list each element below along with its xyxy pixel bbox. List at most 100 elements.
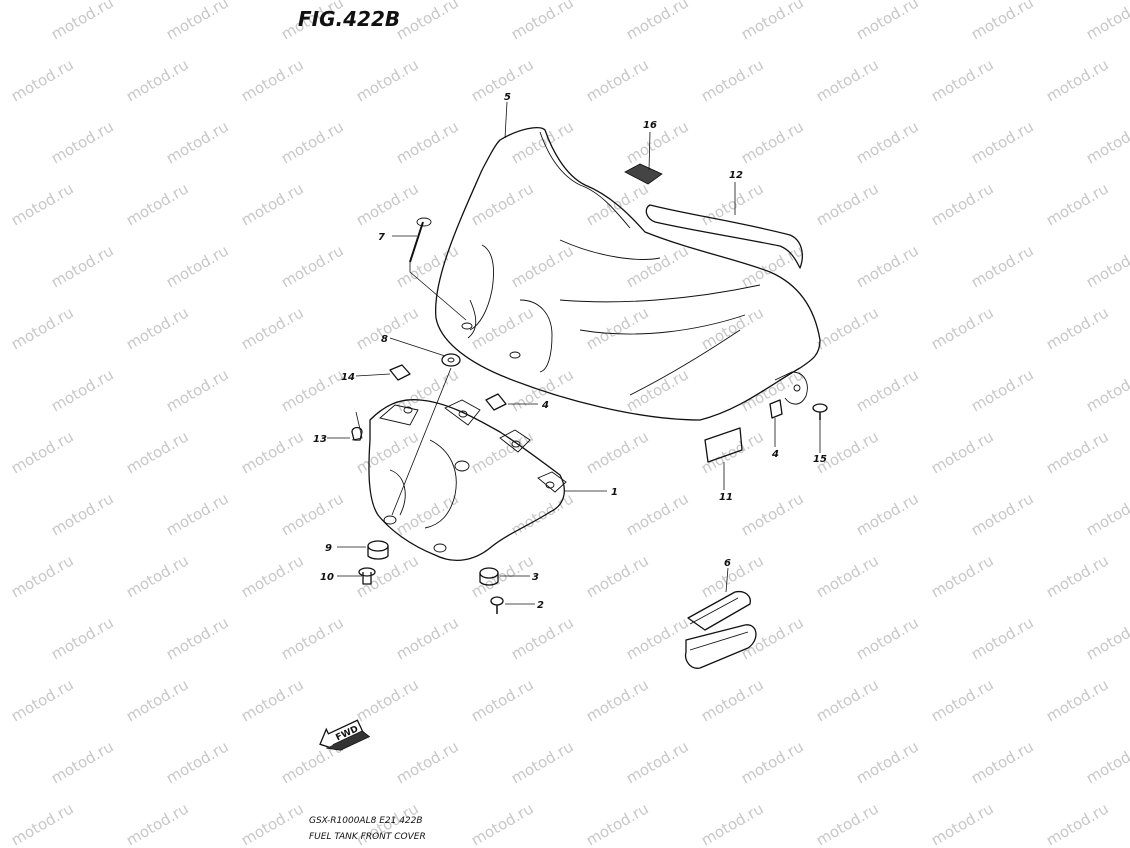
- watermark-text: motod.ru: [8, 427, 77, 477]
- watermark-text: motod.ru: [238, 799, 307, 848]
- part-8-washer: [441, 353, 461, 367]
- watermark-text: motod.ru: [738, 241, 807, 291]
- watermark-text: motod.ru: [278, 117, 347, 167]
- footer-name: FUEL TANK FRONT COVER: [309, 832, 426, 842]
- watermark-text: motod.ru: [1043, 303, 1112, 353]
- watermark-text: motod.ru: [353, 427, 422, 477]
- watermark-text: motod.ru: [8, 179, 77, 229]
- watermark-text: motod.ru: [8, 303, 77, 353]
- watermark-text: motod.ru: [0, 241, 2, 291]
- callouts: 1 2 3 4 4 5 6 7 8 9 10 11 12 13 14 15 16: [313, 92, 827, 611]
- callout-4-right: 4: [771, 449, 779, 460]
- watermark-text: motod.ru: [468, 675, 537, 725]
- callout-13: 13: [313, 434, 327, 445]
- watermark-text: motod.ru: [1083, 489, 1130, 539]
- watermark-text: motod.ru: [738, 489, 807, 539]
- watermark-text: motod.ru: [623, 365, 692, 415]
- watermark-text: motod.ru: [968, 489, 1037, 539]
- watermark-text: motod.ru: [623, 241, 692, 291]
- watermark-text: motod.ru: [853, 613, 922, 663]
- watermark-text: motod.ru: [813, 427, 882, 477]
- watermark-text: motod.ru: [508, 241, 577, 291]
- watermark-text: motod.ru: [813, 675, 882, 725]
- watermark-text: motod.ru: [1083, 613, 1130, 663]
- part-16-pad: [624, 163, 663, 185]
- callout-5: 5: [504, 92, 511, 103]
- watermark-text: motod.ru: [123, 551, 192, 601]
- watermark-text: motod.ru: [163, 365, 232, 415]
- watermark-text: motod.ru: [1083, 117, 1130, 167]
- watermark-text: motod.ru: [393, 737, 462, 787]
- watermark-text: motod.ru: [393, 117, 462, 167]
- callout-12: 12: [729, 170, 743, 181]
- callout-9: 9: [325, 543, 332, 554]
- watermark-text: motod.ru: [163, 117, 232, 167]
- part-3-grommet: [479, 567, 499, 586]
- watermark-text: motod.ru: [48, 613, 117, 663]
- part-7-screw: [409, 217, 432, 263]
- watermark-text: motod.ru: [738, 613, 807, 663]
- watermark-text: motod.ru: [353, 303, 422, 353]
- part-1-lower-cover: [368, 399, 567, 561]
- watermark-text: motod.ru: [393, 241, 462, 291]
- footer-model: GSX-R1000AL8 E21 422B: [309, 816, 423, 826]
- watermark-text: motod.ru: [393, 613, 462, 663]
- watermark-text: motod.ru: [928, 799, 997, 848]
- watermark-text: motod.ru: [48, 241, 117, 291]
- watermark-text: motod.ru: [813, 799, 882, 848]
- watermark-text: motod.ru: [238, 427, 307, 477]
- part-15-clip: [812, 403, 828, 420]
- watermark-text: motod.ru: [738, 117, 807, 167]
- callout-16: 16: [643, 120, 657, 131]
- watermark-text: motod.ru: [738, 737, 807, 787]
- watermark-text: motod.ru: [238, 179, 307, 229]
- watermark-text: motod.ru: [278, 365, 347, 415]
- watermark-text: motod.ru: [0, 489, 2, 539]
- part-4-nut-left: [485, 393, 507, 411]
- part-4-nut-right: [769, 399, 783, 419]
- part-11-pad: [704, 427, 743, 463]
- watermark-text: motod.ru: [0, 0, 2, 43]
- watermark-text: motod.ru: [123, 303, 192, 353]
- part-9-grommet: [367, 540, 389, 560]
- watermark-text: motod.ru: [48, 0, 117, 43]
- watermark-text: motod.ru: [468, 55, 537, 105]
- watermark-text: motod.ru: [968, 117, 1037, 167]
- watermark-text: motod.ru: [238, 55, 307, 105]
- watermark-text: motod.ru: [0, 117, 2, 167]
- watermark-text: motod.ru: [48, 117, 117, 167]
- watermark-text: motod.ru: [928, 303, 997, 353]
- watermark-text: motod.ru: [928, 179, 997, 229]
- watermark-text: motod.ru: [1043, 55, 1112, 105]
- watermark-text: motod.ru: [353, 55, 422, 105]
- watermark-text: motod.ru: [853, 117, 922, 167]
- watermark-text: motod.ru: [163, 0, 232, 43]
- watermark-text: motod.ru: [583, 675, 652, 725]
- watermark-text: motod.ru: [278, 613, 347, 663]
- watermark-text: motod.ru: [468, 799, 537, 848]
- watermark-text: motod.ru: [698, 303, 767, 353]
- watermark-text: motod.ru: [8, 55, 77, 105]
- part-12-strip: [645, 204, 803, 269]
- watermark-text: motod.ru: [583, 551, 652, 601]
- callout-2: 2: [537, 600, 544, 611]
- watermark-text: motod.ru: [623, 0, 692, 43]
- watermark-text: motod.ru: [0, 365, 2, 415]
- watermark-text: motod.ru: [468, 179, 537, 229]
- watermark-text: motod.ru: [698, 675, 767, 725]
- watermark-text: motod.ru: [468, 427, 537, 477]
- watermark-text: motod.ru: [508, 613, 577, 663]
- watermark-text: motod.ru: [928, 675, 997, 725]
- watermark-text: motod.ru: [393, 489, 462, 539]
- watermark-text: motod.ru: [928, 55, 997, 105]
- watermark-text: motod.ru: [163, 737, 232, 787]
- callout-8: 8: [381, 334, 388, 345]
- watermark-text: motod.ru: [968, 737, 1037, 787]
- watermark-text: motod.ru: [623, 117, 692, 167]
- watermark-text: motod.ru: [508, 489, 577, 539]
- watermark-text: motod.ru: [928, 427, 997, 477]
- watermark-text: motod.ru: [1043, 675, 1112, 725]
- part-6-emblem: [684, 590, 757, 669]
